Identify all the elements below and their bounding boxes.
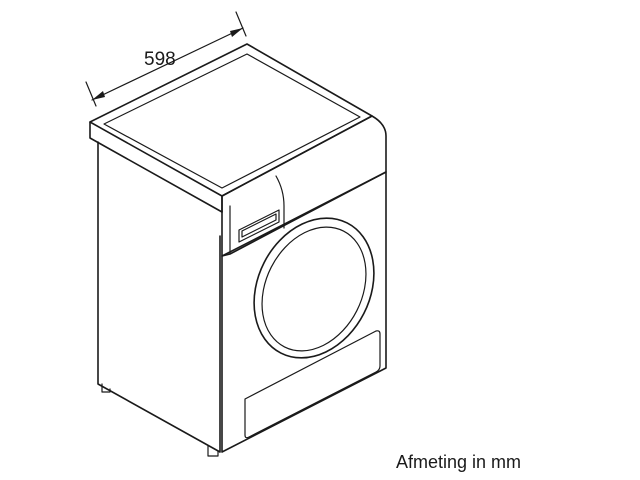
display-window (238, 209, 280, 243)
dimension-extension-right (235, 11, 247, 37)
top-front-edge (89, 121, 223, 213)
base-foot-left (101, 383, 111, 393)
kickplate (244, 330, 381, 439)
dimension-unit-caption: Afmeting in mm (396, 452, 522, 472)
dimension-arrow-left (92, 91, 105, 100)
top-panel (89, 43, 373, 197)
dryer-outline (89, 43, 387, 457)
dimension-arrow-right (230, 28, 243, 37)
door-outer (253, 217, 375, 359)
width-dimension: 598 (85, 11, 247, 107)
side-panel (97, 141, 221, 453)
dimension-line (91, 27, 244, 101)
door-inner (261, 226, 367, 352)
front-face (221, 171, 387, 453)
control-panel-divider (275, 175, 285, 229)
base-foot-right (207, 445, 219, 457)
width-dimension-label: 598 (144, 49, 176, 70)
control-panel (221, 115, 387, 257)
display-window-inner (241, 213, 277, 238)
dimension-extension-left (85, 81, 97, 107)
top-panel-inner (103, 53, 361, 189)
